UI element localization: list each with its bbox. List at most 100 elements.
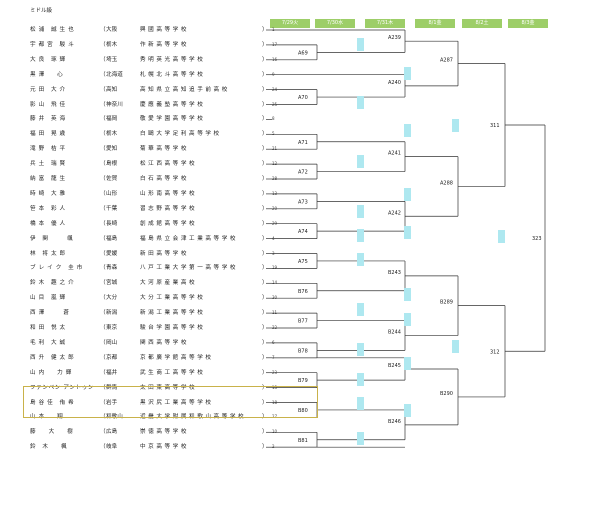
seed-number: 4 [272, 235, 275, 241]
close-paren: ） [262, 205, 268, 212]
player-name: 島 谷 佳 侑 希 [30, 399, 75, 406]
player-school: 高 知 県 立 高 知 追 手 前 高 校 [140, 86, 228, 93]
player-name: ブ レ イ ク 圭 市 [30, 265, 83, 272]
match-label: A71 [298, 140, 308, 146]
close-paren: ） [262, 339, 268, 346]
player-prefecture: 千葉 [106, 205, 118, 212]
match-label: B76 [298, 289, 308, 295]
open-paren: （ [100, 235, 106, 242]
match-label: B79 [298, 378, 308, 384]
match-label: A70 [298, 95, 308, 101]
player-school: 大 分 工 業 高 等 学 校 [140, 295, 204, 302]
player-school: 白 石 高 等 学 校 [140, 176, 187, 182]
player-school: 八 戸 工 業 大 学 第 一 高 等 学 校 [140, 265, 236, 272]
player-row: 時 崎 大 雅（山形山 形 南 高 等 学 校）13 [30, 188, 277, 200]
close-paren: ） [262, 369, 268, 376]
date-header-1: 7/29火 [270, 19, 310, 28]
close-paren: ） [262, 429, 268, 436]
seed-number: 13 [272, 190, 278, 196]
player-row: ブ レ イ ク 圭 市（青森八 戸 工 業 大 学 第 一 高 等 学 校）19 [30, 262, 277, 274]
court-marker [357, 373, 364, 386]
seed-number: 6 [272, 339, 275, 345]
seed-number: 1 [272, 27, 275, 32]
player-school: 崇 徳 高 等 学 校 [140, 429, 187, 436]
player-school: 創 成 館 高 等 学 校 [140, 220, 196, 227]
match-label: A75 [298, 259, 308, 265]
open-paren: （ [100, 116, 106, 123]
close-paren: ） [262, 131, 268, 138]
player-row: 藤 井 英 海（福岡敬 愛 学 園 高 等 学 校）8 [30, 113, 275, 125]
open-paren: （ [100, 205, 106, 212]
player-school: 駿 台 学 園 高 等 学 校 [140, 325, 204, 331]
close-paren: ） [262, 71, 268, 78]
date-header-6: 8/3金 [508, 19, 548, 28]
seed-number: 14 [272, 280, 278, 286]
open-paren: （ [100, 220, 106, 227]
player-prefecture: 福岡 [106, 116, 118, 123]
player-prefecture: 福井 [106, 369, 118, 376]
player-prefecture: 岡山 [106, 339, 118, 346]
player-prefecture: 福島 [106, 235, 118, 242]
close-paren: ） [262, 161, 268, 168]
court-marker [357, 38, 364, 51]
match-label: A242 [388, 210, 401, 216]
open-paren: （ [100, 369, 106, 376]
player-prefecture: 高知 [106, 86, 118, 93]
close-paren: ） [262, 41, 268, 48]
weight-class-label: ミドル級 [30, 8, 53, 14]
court-marker [404, 404, 411, 417]
player-row: 鈴 木 楓（岐阜中 京 高 等 学 校）2 [30, 441, 275, 453]
player-row: 黒 澤 心（北海道札 幌 北 斗 高 等 学 校）9 [30, 69, 275, 81]
court-marker [404, 288, 411, 301]
close-paren: ） [262, 250, 268, 257]
seed-number: 20 [272, 205, 278, 211]
player-row: 西 澤 蒼（新潟新 潟 工 業 高 等 学 校）11 [30, 307, 277, 319]
match-label: A74 [298, 229, 308, 235]
match-label: B81 [298, 438, 308, 444]
close-paren: ） [262, 354, 268, 361]
player-row: 元 田 大 介（高知高 知 県 立 高 知 追 手 前 高 校）24 [30, 84, 277, 96]
match-label: 323 [532, 236, 542, 242]
open-paren: （ [100, 146, 106, 153]
player-prefecture: 愛媛 [106, 250, 118, 257]
player-school: 札 幌 北 斗 高 等 学 校 [140, 71, 204, 78]
player-prefecture: 神奈川 [106, 101, 123, 108]
date-header-4: 8/1金 [415, 19, 455, 28]
player-name: 西 升 健 太 郎 [30, 354, 75, 361]
seed-number: 9 [272, 71, 275, 77]
close-paren: ） [262, 86, 268, 93]
open-paren: （ [100, 176, 106, 182]
court-marker [357, 205, 364, 218]
player-school: 中 京 高 等 学 校 [140, 444, 187, 451]
open-paren: （ [100, 295, 106, 302]
court-marker [357, 397, 364, 410]
match-label: B78 [298, 348, 308, 354]
open-paren: （ [100, 101, 106, 108]
player-row: 島 谷 佳 侑 希（岩手黒 沢 尻 工 業 高 等 学 校）18 [30, 397, 277, 409]
court-marker [404, 226, 411, 239]
player-prefecture: 群馬 [106, 384, 118, 391]
open-paren: （ [100, 265, 106, 272]
match-label: B290 [440, 391, 453, 397]
player-name: 鈴 木 楓 [30, 444, 68, 451]
player-name: 山 目 嵐 輝 [30, 295, 66, 302]
court-marker [357, 155, 364, 168]
match-label: A287 [440, 58, 453, 64]
open-paren: （ [100, 27, 106, 33]
player-row: 笹 本 彩 人（千葉習 志 野 高 等 学 校）20 [30, 203, 277, 215]
player-row: 大 良 琢 輝（埼玉秀 明 英 光 高 等 学 校）16 [30, 54, 277, 66]
player-school: 習 志 野 高 等 学 校 [140, 205, 196, 212]
player-row: 伊 関 颯（福島福 島 県 立 会 津 工 業 高 等 学 校）4 [30, 233, 275, 245]
player-school: 新 潟 工 業 高 等 学 校 [140, 310, 204, 317]
player-row: 松 浦 誠 生 也（大阪興 國 高 等 学 校）1 [30, 24, 275, 36]
player-row: 山 目 嵐 輝（大分大 分 工 業 高 等 学 校）30 [30, 292, 277, 304]
player-prefecture: 広島 [106, 429, 118, 436]
match-label: B77 [298, 319, 308, 325]
seed-number: 10 [272, 429, 278, 435]
player-name: 滝 野 桔 平 [30, 146, 66, 153]
date-header-2: 7/30水 [315, 19, 355, 28]
player-prefecture: 宮城 [106, 280, 118, 287]
seed-number: 27 [272, 414, 278, 420]
player-name: 兵 土 瑞 賢 [30, 161, 66, 168]
